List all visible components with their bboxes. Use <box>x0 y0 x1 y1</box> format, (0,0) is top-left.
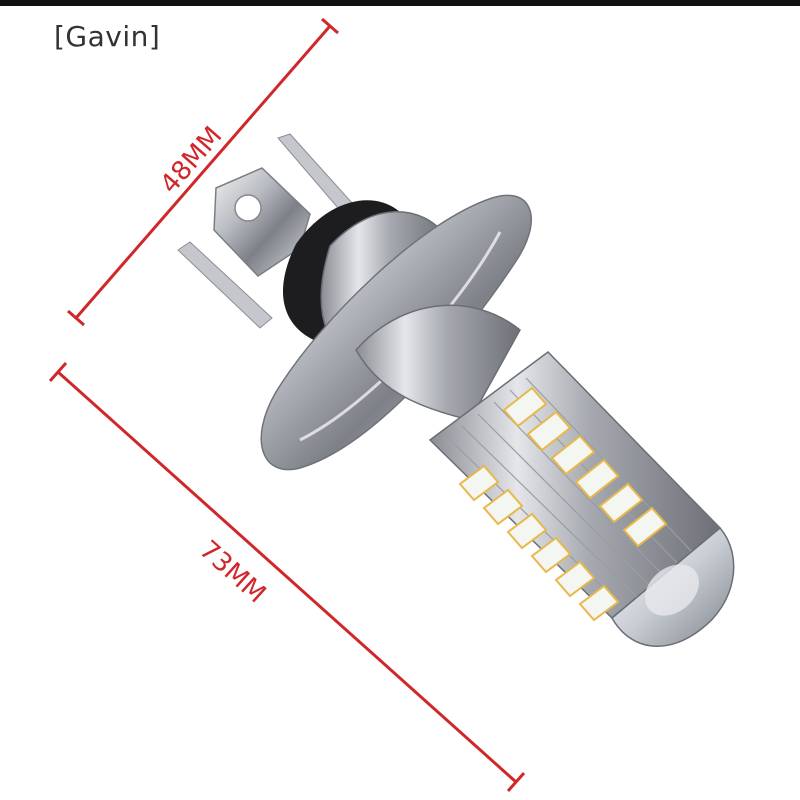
led-chip-row-upper <box>502 386 668 548</box>
top-border <box>0 0 800 6</box>
length-dimension-tick-end <box>506 772 526 792</box>
length-dimension-label: 73MM <box>193 535 271 609</box>
brand-label: [Gavin] <box>54 20 161 53</box>
bulb-pins <box>177 133 363 329</box>
length-dimension-line <box>56 370 518 784</box>
bulb-neck <box>355 304 521 421</box>
width-dimension-line <box>74 25 332 319</box>
length-dimension-tick-start <box>48 362 68 382</box>
lens-highlight <box>645 564 699 616</box>
led-chip-row-lower <box>458 464 620 622</box>
led-bulb <box>177 133 735 647</box>
width-dimension-tick-end <box>321 17 339 35</box>
width-dimension-tick-start <box>67 309 85 327</box>
